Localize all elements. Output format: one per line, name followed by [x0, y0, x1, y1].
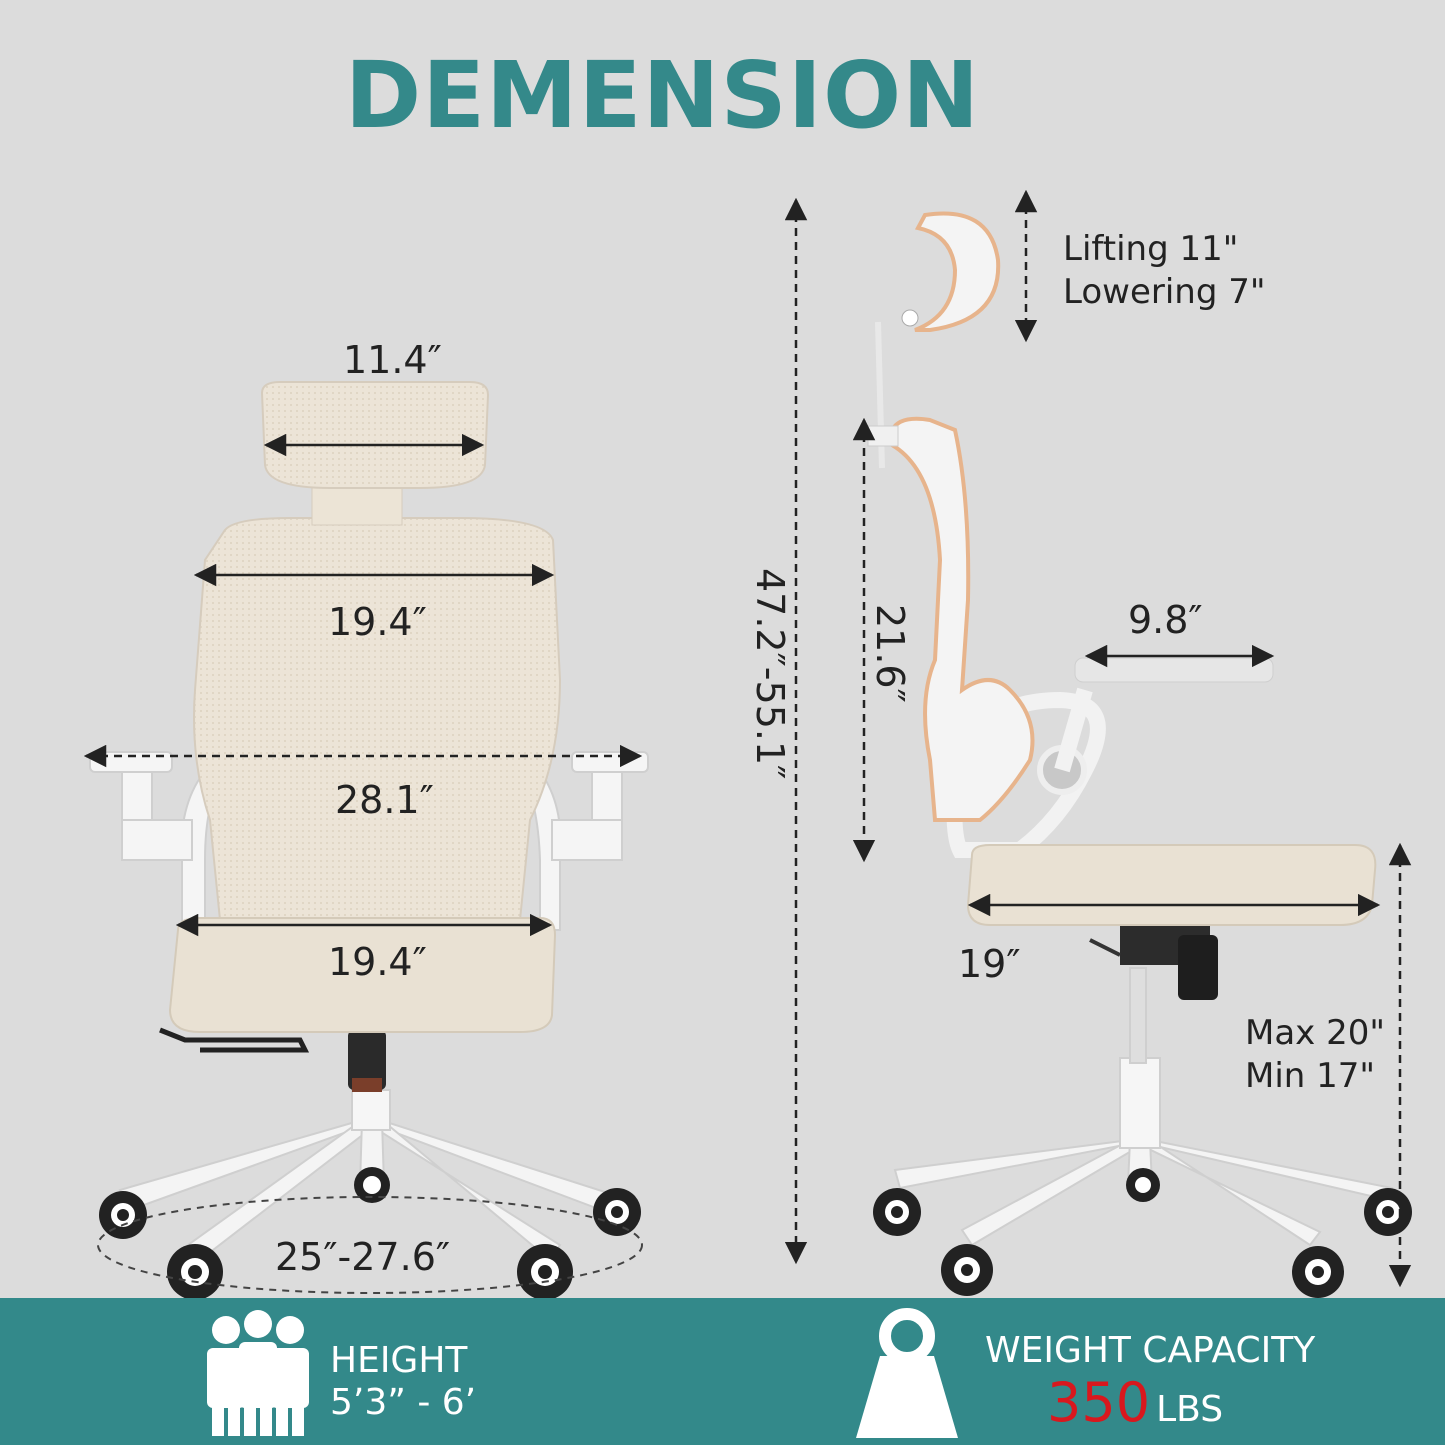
- page-title: DEMENSION: [344, 42, 981, 149]
- height-feature: HEIGHT 5’3” - 6’: [330, 1340, 476, 1424]
- feature-icons: [207, 1308, 958, 1438]
- seat-width-label: 19.4″: [328, 940, 427, 984]
- side-base: [893, 967, 1394, 1247]
- capacity-unit: LBS: [1156, 1389, 1224, 1430]
- height-label: HEIGHT: [330, 1340, 468, 1381]
- front-gas-lift: [348, 1030, 386, 1090]
- front-wheels: [99, 1167, 641, 1300]
- side-headrest: [914, 211, 1001, 332]
- armrest-depth-label: 9.8″: [1128, 598, 1203, 642]
- side-chair: [867, 211, 1412, 1298]
- front-lever: [159, 1027, 310, 1053]
- side-wheels: [873, 1168, 1412, 1298]
- base-diameter-ellipse: [97, 1196, 643, 1294]
- capacity-label: WEIGHT CAPACITY: [985, 1330, 1316, 1371]
- backrest-width-label: 19.4″: [328, 600, 427, 644]
- front-chair: [89, 381, 649, 1300]
- headrest-lifting-label: Lifting 11": [1063, 229, 1239, 269]
- people-group-icon: [207, 1310, 309, 1436]
- height-value: 5’3” - 6’: [330, 1382, 477, 1423]
- seat-depth-label: 19″: [958, 942, 1021, 986]
- seat-height-max-label: Max 20": [1245, 1013, 1386, 1053]
- weight-icon: [856, 1308, 958, 1438]
- backrest-height-label: 21.6″: [868, 604, 912, 703]
- front-backrest: [193, 517, 562, 921]
- side-backrest: [890, 416, 1035, 822]
- seat-height-min-label: Min 17": [1245, 1055, 1376, 1096]
- side-seat: [966, 844, 1377, 926]
- headrest-width-label: 11.4″: [343, 338, 442, 382]
- seat-height-labels: Max 20" Min 17": [1245, 1012, 1385, 1097]
- front-headrest: [260, 381, 490, 489]
- headrest-lowering-label: Lowering 7": [1063, 271, 1266, 312]
- total-height-label: 47.2″-55.1″: [748, 568, 792, 780]
- base-diameter-label: 25″-27.6″: [275, 1235, 451, 1279]
- side-armrest-pad: [1074, 657, 1274, 683]
- front-armrest-frames: [89, 751, 649, 931]
- headrest-adjust-labels: Lifting 11" Lowering 7": [1063, 228, 1266, 313]
- armrest-span-label: 28.1″: [335, 778, 434, 822]
- capacity-value: 350: [1047, 1371, 1151, 1434]
